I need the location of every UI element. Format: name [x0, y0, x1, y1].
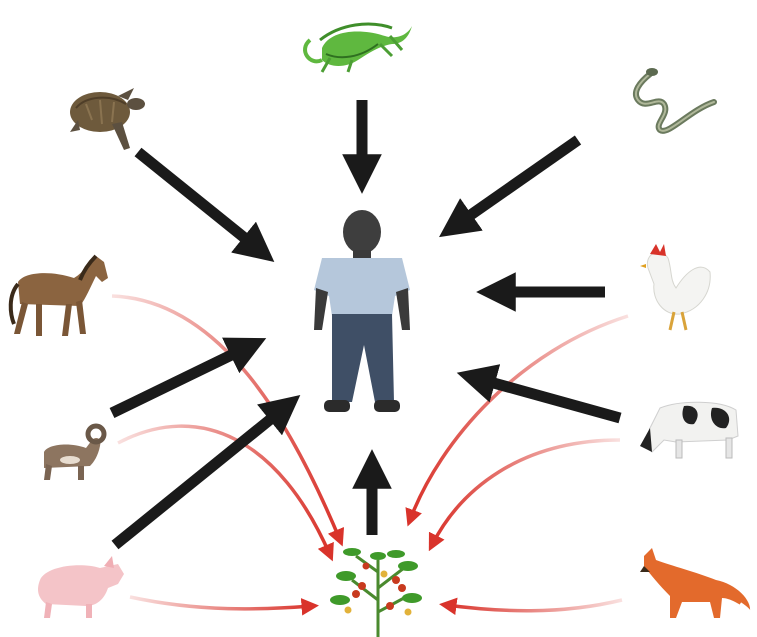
cow-icon	[640, 402, 738, 458]
tomato-plant-icon	[330, 548, 422, 637]
lizard-icon	[305, 24, 412, 72]
fox-icon	[640, 548, 750, 618]
arrow-fox-to-plant	[446, 600, 622, 611]
turtle-icon	[70, 88, 145, 150]
arrow-sheep-to-plant	[118, 426, 330, 555]
arrow-chicken-to-plant	[410, 316, 628, 520]
snake-icon	[636, 68, 714, 131]
arrow-snake-to-human	[452, 140, 578, 228]
arrow-horse-to-plant	[112, 296, 340, 540]
arrow-pig-to-plant	[130, 597, 312, 609]
human-icon	[314, 210, 410, 412]
horse-icon	[11, 256, 108, 336]
bighorn-sheep-icon	[44, 426, 104, 480]
arrow-sheep-to-human	[112, 345, 252, 413]
pig-icon	[38, 556, 124, 618]
chicken-icon	[640, 244, 710, 330]
arrow-turtle-to-human	[138, 152, 262, 252]
arrow-cow-to-plant	[432, 440, 620, 545]
